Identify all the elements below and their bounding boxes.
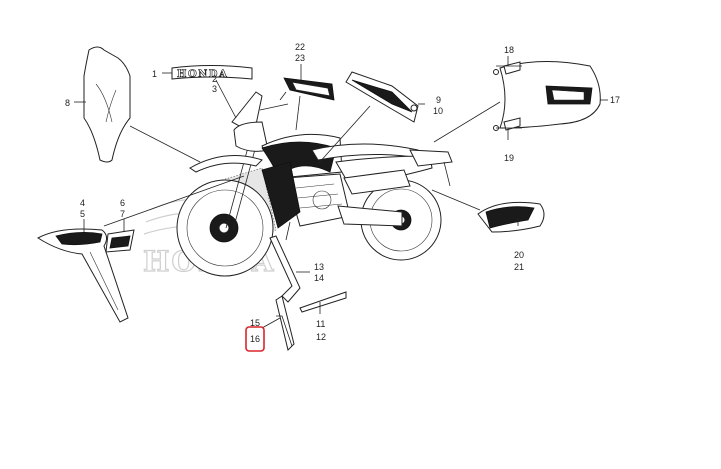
callout-11: 11 (316, 319, 325, 329)
callout-22: 22 (295, 42, 305, 52)
callout-18: 18 (504, 45, 514, 55)
part-20-side-cover-decal (477, 201, 545, 233)
callout-16-highlight (245, 326, 265, 352)
callout-4: 4 (80, 198, 85, 208)
callout-17: 17 (610, 95, 620, 105)
part-11-small-slanted-decal (299, 291, 347, 313)
callout-2: 2 (212, 74, 217, 84)
callout-13: 13 (314, 262, 324, 272)
motorcycle-drawing (176, 91, 453, 277)
emblem-text: HONDA (177, 69, 228, 80)
callout-9: 9 (436, 95, 441, 105)
callout-labels: 1 2 3 4 5 6 7 8 9 10 11 12 13 14 15 16 1… (65, 42, 620, 352)
callout-7: 7 (120, 209, 125, 219)
callout-14: 14 (314, 273, 324, 283)
callout-5: 5 (80, 209, 85, 219)
part-1-honda-emblem: HONDA (171, 65, 253, 80)
callout-15: 15 (250, 318, 260, 328)
callout-1: 1 (152, 69, 157, 79)
callout-21: 21 (514, 262, 524, 272)
callout-6: 6 (120, 198, 125, 208)
part-15-lower-stripe (275, 295, 295, 351)
part-17-rear-cowl (493, 61, 601, 131)
callout-10: 10 (433, 106, 443, 116)
leader-lines (74, 56, 608, 329)
callout-16: 16 (250, 334, 260, 344)
part-13-fork-stripe (269, 235, 301, 303)
callout-20: 20 (514, 250, 524, 260)
callout-19: 19 (504, 153, 514, 163)
callout-8: 8 (65, 98, 70, 108)
callout-23: 23 (295, 53, 305, 63)
callout-12: 12 (316, 332, 326, 342)
callout-3: 3 (212, 84, 217, 94)
